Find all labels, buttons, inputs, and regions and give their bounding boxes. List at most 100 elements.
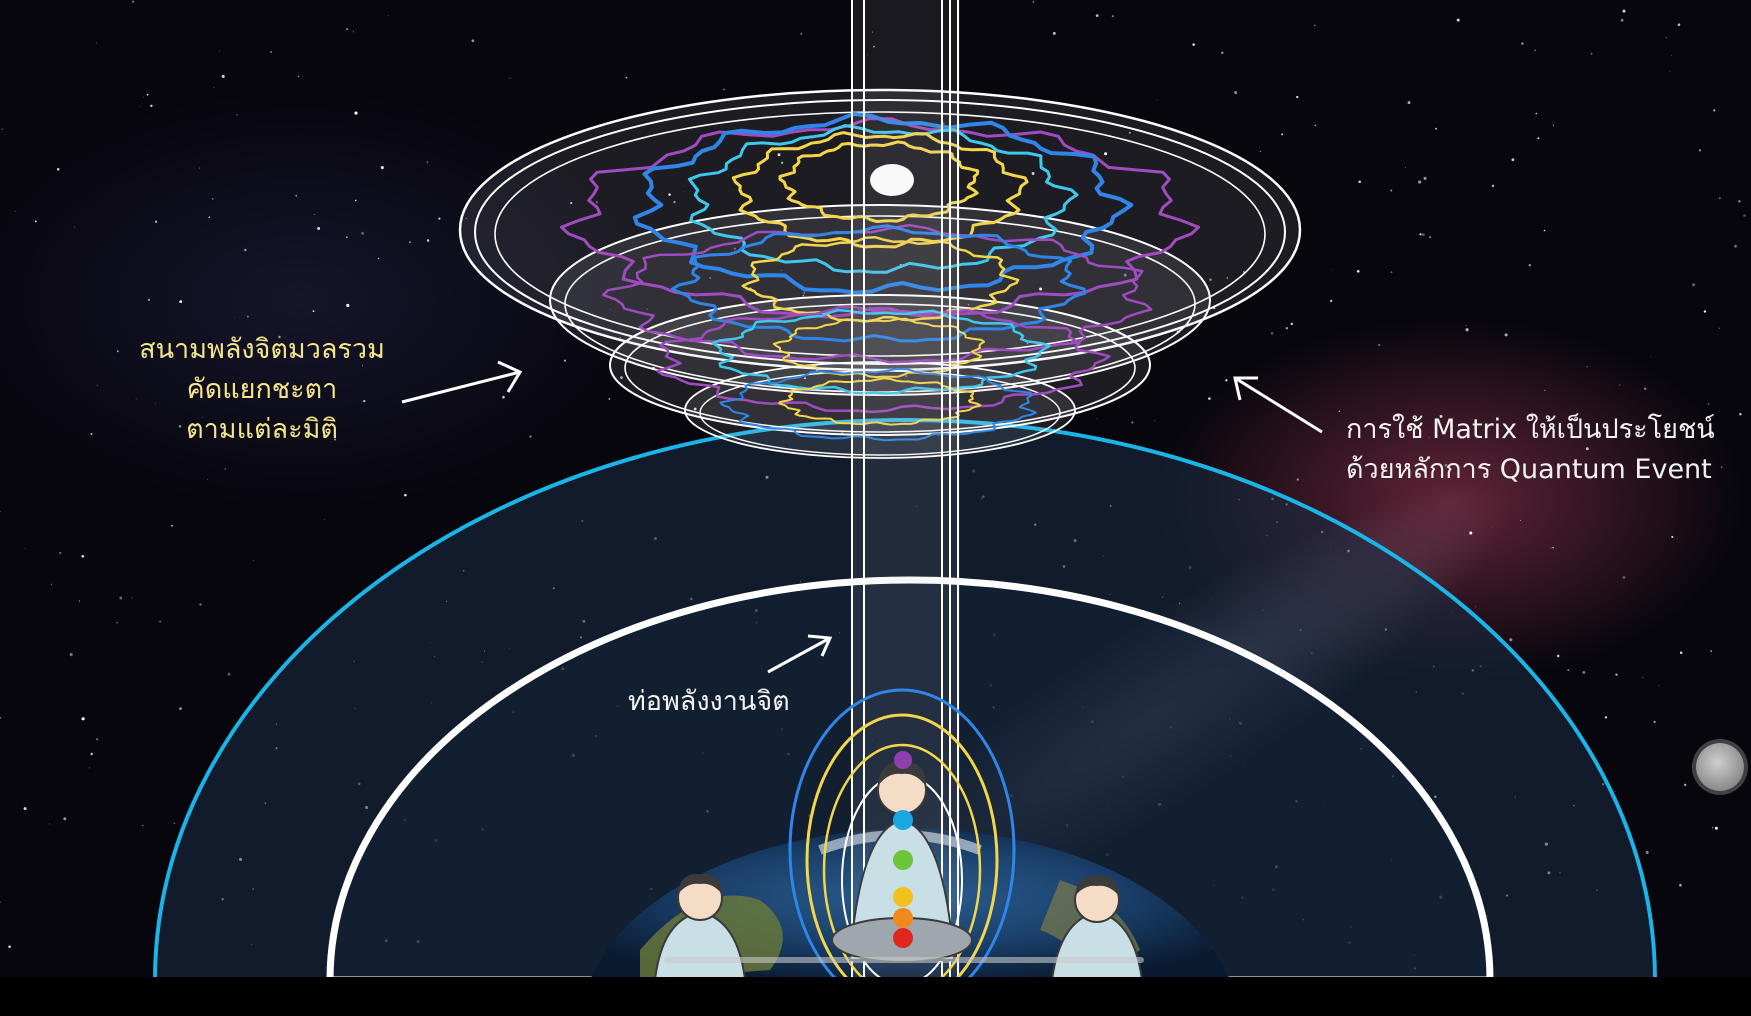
scrub-handle[interactable] <box>1696 743 1744 791</box>
star <box>1650 356 1652 358</box>
white-arrow-icon <box>1233 376 1323 434</box>
star <box>295 195 297 197</box>
star <box>967 304 969 306</box>
caption-line: ด้วยหลักการ Quantum Event <box>1346 454 1712 485</box>
star <box>78 600 81 602</box>
star <box>81 717 85 721</box>
star <box>377 257 380 260</box>
star <box>1537 137 1540 140</box>
star <box>1270 331 1274 335</box>
star <box>236 113 238 116</box>
star <box>1718 327 1720 329</box>
star <box>693 407 697 411</box>
star <box>1714 826 1718 830</box>
star <box>1582 670 1586 674</box>
star <box>173 822 175 825</box>
star <box>380 166 384 170</box>
star <box>1095 14 1099 17</box>
star <box>1679 651 1683 655</box>
star <box>563 359 566 362</box>
star <box>346 28 349 31</box>
star <box>1511 158 1515 162</box>
star <box>1405 167 1406 169</box>
star <box>1669 70 1671 72</box>
energy-ring <box>632 112 1134 295</box>
chakra-point <box>894 751 912 769</box>
star <box>1427 456 1431 459</box>
star <box>202 416 204 418</box>
star <box>1658 685 1660 687</box>
star <box>354 199 357 202</box>
star <box>150 104 153 108</box>
star <box>471 39 475 43</box>
star <box>619 337 621 339</box>
caption-line: คัดแยกชะตา <box>186 374 338 405</box>
star <box>1743 214 1746 217</box>
star <box>1290 322 1293 326</box>
star <box>90 752 93 756</box>
star <box>867 54 868 56</box>
star <box>345 236 348 239</box>
star <box>207 479 208 480</box>
star <box>333 438 337 441</box>
star <box>95 43 97 44</box>
star <box>1156 99 1158 101</box>
progress-track[interactable] <box>664 957 1144 963</box>
star <box>999 157 1001 159</box>
star <box>1429 236 1431 238</box>
star <box>1285 327 1289 330</box>
star <box>426 161 429 163</box>
star <box>1096 418 1098 420</box>
collective-field-caption: สนามพลังจิตมวลรวม คัดแยกชะตา ตามแต่ละมิต… <box>92 330 432 450</box>
star <box>63 817 67 821</box>
star <box>1421 233 1425 237</box>
star <box>509 77 511 79</box>
star <box>50 583 53 586</box>
star <box>119 596 123 600</box>
star <box>154 220 158 223</box>
star <box>90 432 93 436</box>
star <box>317 227 321 230</box>
hair <box>678 873 722 894</box>
star <box>1720 466 1723 468</box>
energy-ring <box>670 224 1087 343</box>
star <box>1281 133 1284 136</box>
letterbox-bar <box>0 977 1751 1016</box>
star <box>1314 24 1316 27</box>
star <box>96 738 98 740</box>
star <box>69 653 73 657</box>
star <box>1615 673 1618 676</box>
star <box>1243 271 1245 273</box>
star <box>438 217 441 220</box>
star <box>1491 184 1495 188</box>
disk-ellipse <box>494 111 1266 357</box>
star <box>1314 124 1316 127</box>
star <box>668 193 671 196</box>
star <box>270 51 273 53</box>
star <box>178 424 182 428</box>
star <box>73 226 76 228</box>
star <box>1557 654 1560 658</box>
star <box>116 621 118 624</box>
star <box>1423 176 1427 180</box>
star <box>804 377 806 380</box>
star <box>0 901 1 903</box>
tube-caption: ท่อพลังงานจิต <box>628 686 790 717</box>
star <box>780 161 784 164</box>
star <box>1052 31 1056 35</box>
star <box>1544 389 1546 391</box>
star <box>1698 149 1701 152</box>
star <box>683 191 684 193</box>
star <box>1707 403 1710 406</box>
field-core <box>870 164 914 196</box>
star <box>1390 189 1393 192</box>
star <box>871 31 873 33</box>
star <box>88 767 91 769</box>
star <box>1465 328 1469 332</box>
hair <box>878 761 926 786</box>
star <box>1504 333 1508 337</box>
star <box>1378 343 1381 347</box>
star <box>1192 43 1195 46</box>
star <box>1225 379 1228 382</box>
